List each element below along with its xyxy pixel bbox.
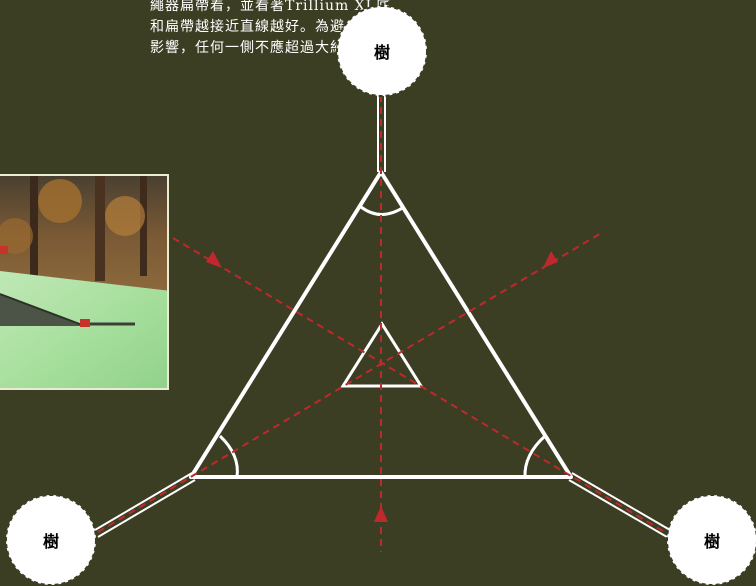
tree-right: 樹	[667, 495, 756, 585]
tree-top: 樹	[337, 6, 427, 96]
tree-left-label: 樹	[43, 532, 59, 551]
arrow-bottom	[374, 506, 388, 522]
guide-left-diagonal	[98, 232, 603, 532]
arrow-upper-left	[206, 251, 222, 268]
angle-arc-left	[220, 436, 237, 477]
tree-left: 樹	[6, 495, 96, 585]
tree-right-label: 樹	[704, 532, 720, 551]
tree-top-label: 樹	[374, 43, 390, 62]
angle-arc-right	[525, 436, 545, 477]
angle-arc-top	[361, 207, 404, 215]
arrow-upper-right	[543, 251, 558, 268]
